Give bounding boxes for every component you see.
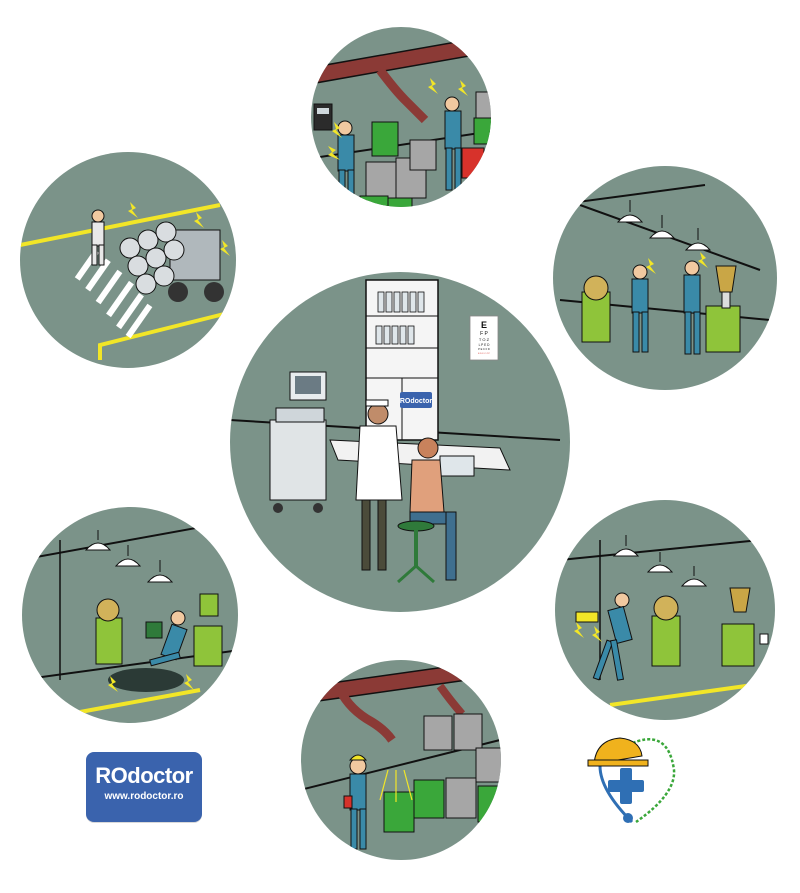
eye-chart-row-1: E bbox=[481, 320, 487, 330]
ceiling-lamp-icon bbox=[684, 228, 712, 251]
scene-bottom-chemical-extraction bbox=[301, 660, 501, 860]
ceiling-lamp-icon bbox=[648, 215, 676, 239]
fumes bbox=[379, 769, 413, 802]
ceiling-lamp-icon bbox=[612, 535, 640, 557]
hazard-bolt-icon bbox=[332, 122, 342, 138]
worker bbox=[683, 260, 701, 355]
worker bbox=[444, 96, 462, 191]
hazard-bolt-icon bbox=[592, 626, 602, 642]
extraction-hose bbox=[335, 687, 396, 743]
crosswalk bbox=[74, 249, 153, 339]
machine bbox=[651, 595, 681, 667]
hazard-bolt-icon bbox=[458, 80, 468, 96]
extraction-hose bbox=[376, 67, 429, 124]
pipe-load bbox=[119, 221, 185, 295]
cabinet-badge: ROdoctor bbox=[400, 398, 433, 405]
barrel-group bbox=[383, 713, 501, 833]
heart-chain bbox=[627, 738, 676, 824]
machine bbox=[705, 265, 741, 353]
ceiling-lamp-icon bbox=[646, 552, 674, 573]
binder-row bbox=[375, 291, 425, 345]
hazard-bolt-icon bbox=[428, 78, 438, 94]
shocked-worker bbox=[592, 592, 633, 681]
logo-name: ROdoctor bbox=[95, 763, 193, 788]
ceiling-lamp-icon bbox=[680, 566, 708, 587]
hazard-bolt-icon bbox=[646, 258, 656, 274]
eye-chart-row-6: E D F C Z P bbox=[478, 353, 490, 355]
wall-outlet bbox=[575, 611, 599, 623]
hazard-bolt-icon bbox=[220, 240, 230, 256]
eye-chart: E F P T O Z L P E D P E C F D E D F C Z … bbox=[469, 315, 499, 361]
scene-top-right-machines bbox=[553, 166, 777, 390]
extraction-hose bbox=[436, 683, 466, 717]
ceiling-lamp-icon bbox=[114, 545, 142, 567]
worker bbox=[631, 264, 649, 353]
stethoscope-icon bbox=[623, 813, 633, 823]
machine bbox=[721, 587, 755, 667]
pipe bbox=[311, 33, 491, 86]
safety-health-logo bbox=[587, 737, 676, 824]
doctor bbox=[355, 399, 403, 571]
machine bbox=[581, 275, 611, 343]
stool bbox=[397, 520, 435, 584]
ultrasound-machine bbox=[269, 371, 327, 513]
hazard-bolt-icon bbox=[108, 676, 118, 692]
ceiling-lamp-icon bbox=[146, 560, 174, 583]
slipping-worker bbox=[149, 610, 188, 667]
scene-center-medical-exam: ROdoctor E F P T O Z L P E D P E C F D E… bbox=[230, 272, 570, 612]
green-box bbox=[145, 621, 163, 639]
logo-url: www.rodoctor.ro bbox=[104, 791, 184, 802]
masked-worker bbox=[343, 754, 368, 850]
hazard-bolt-icon bbox=[574, 622, 584, 638]
barrel-group bbox=[359, 91, 491, 207]
patient bbox=[409, 437, 457, 581]
hazard-bolt-icon bbox=[128, 202, 138, 218]
scene-top-fume-extraction bbox=[311, 27, 491, 207]
power-socket bbox=[759, 633, 769, 645]
spill-puddle bbox=[108, 668, 184, 692]
scene-top-left-forklift bbox=[20, 152, 236, 368]
helmet-icon bbox=[593, 737, 643, 765]
hazard-bolt-icon bbox=[194, 212, 204, 228]
medical-cross-icon bbox=[608, 768, 644, 804]
machine bbox=[193, 593, 223, 667]
hazard-bolt-icon bbox=[698, 252, 708, 268]
ceiling-lamp-icon bbox=[84, 530, 112, 551]
pedestrian bbox=[91, 209, 105, 266]
scene-bottom-right-electrical bbox=[555, 500, 775, 720]
eye-chart-row-5: P E C F D bbox=[478, 347, 490, 351]
hazard-bolt-icon bbox=[184, 674, 194, 690]
eye-chart-row-2: F P bbox=[480, 331, 488, 337]
scene-bottom-left-slip bbox=[22, 507, 238, 723]
machine bbox=[95, 598, 123, 665]
hazard-bolt-icon bbox=[328, 146, 340, 160]
eye-chart-row-4: L P E D bbox=[479, 343, 491, 347]
eye-chart-row-3: T O Z bbox=[479, 337, 490, 342]
rodoctor-logo: ROdoctor www.rodoctor.ro bbox=[86, 752, 202, 822]
control-panel bbox=[313, 103, 333, 131]
forklift bbox=[119, 221, 224, 302]
ceiling-lamp-icon bbox=[616, 200, 644, 223]
